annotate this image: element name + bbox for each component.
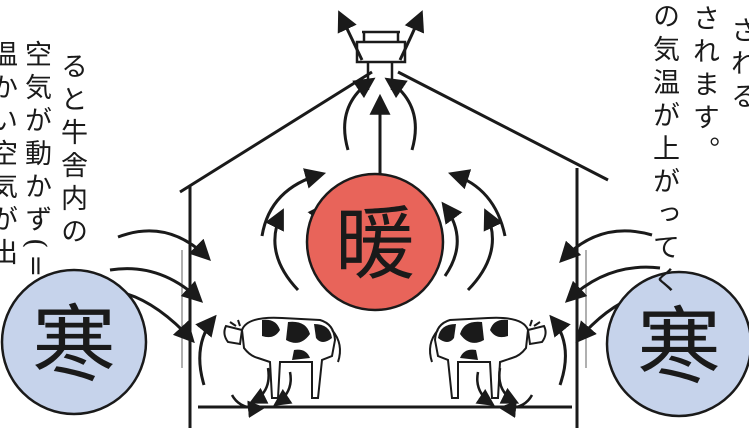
cold-air-circle-right	[605, 270, 749, 418]
text-column-left-2: 空気が動かず(=	[20, 40, 51, 284]
cold-label-right: 寒	[637, 298, 721, 396]
text-column-right-2: されます。	[688, 4, 719, 169]
warm-label: 暖	[335, 198, 415, 291]
text-column-left-3: 温かい空気が出	[0, 40, 17, 271]
cow-icon	[223, 316, 341, 399]
circulation-arrows-right	[441, 169, 571, 386]
text-column-right-3: の気温が上がってく	[648, 2, 679, 299]
cold-label-left: 寒	[32, 296, 116, 394]
text-column-right-1: される	[726, 16, 749, 115]
cold-air-circle-left	[0, 268, 148, 416]
exhaust-arrows	[337, 10, 425, 61]
text-column-left-1: ると牛舎内の	[56, 52, 87, 250]
cow-icon	[429, 316, 547, 399]
ventilator-icon	[355, 30, 407, 90]
warm-air-circle	[305, 172, 445, 312]
barn-roof	[179, 70, 609, 194]
breath-arrows	[230, 367, 534, 418]
